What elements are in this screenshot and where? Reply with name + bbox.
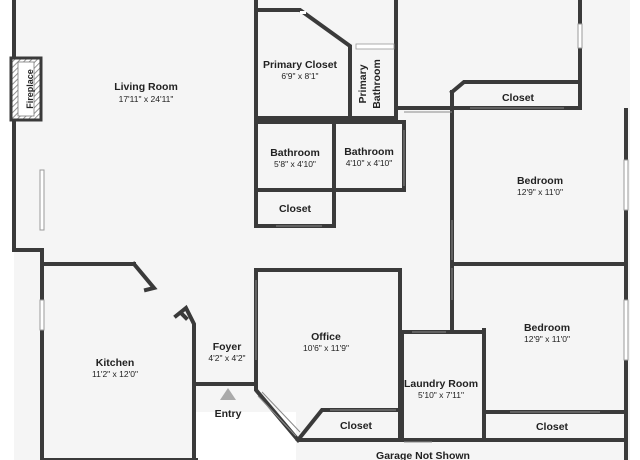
bedroom-2-dims: 12'9" x 11'0" (524, 334, 570, 344)
windows (39, 23, 629, 361)
office-name: Office (311, 331, 341, 343)
bedroom-2-name: Bedroom (524, 322, 570, 334)
closet-top-right-name: Closet (502, 92, 535, 104)
primary-closet-name: Primary Closet (263, 59, 338, 71)
bathroom-2-dims: 4'10" x 4'10" (346, 158, 393, 168)
kitchen-floor (44, 266, 194, 460)
bathroom-1-name: Bathroom (270, 147, 320, 159)
bathroom-1-dims: 5'8" x 4'10" (274, 159, 316, 169)
closet-bedroom-name: Closet (536, 421, 569, 433)
primary-bathroom-name-1: Primary (357, 64, 369, 103)
garage-note: Garage Not Shown (376, 450, 470, 460)
bedroom-1-name: Bedroom (517, 175, 563, 187)
foyer-dims: 4'2" x 4'2" (208, 353, 245, 363)
primary-bathroom-name-2: Bathroom (371, 59, 383, 109)
office-dims: 10'6" x 11'9" (303, 343, 349, 353)
living-room-dims: 17'11" x 24'11" (119, 94, 174, 104)
closet-office-name: Closet (340, 420, 373, 432)
bedroom-1-dims: 12'9" x 11'0" (517, 187, 563, 197)
entry-label: Entry (215, 408, 242, 420)
primary-closet-dims: 6'9" x 8'1" (281, 71, 318, 81)
fireplace-label: Fireplace (25, 69, 35, 109)
closet-hall-name: Closet (279, 203, 312, 215)
room-labels: Living Room 17'11" x 24'11" Primary Clos… (25, 59, 570, 460)
fireplace (9, 56, 43, 122)
living-room-name: Living Room (114, 81, 178, 93)
kitchen-dims: 11'2" x 12'0" (92, 369, 138, 379)
kitchen-name: Kitchen (96, 357, 135, 369)
door-openings (255, 11, 600, 443)
foyer-name: Foyer (213, 341, 242, 353)
entry-arrow-icon (220, 388, 236, 400)
laundry-room-dims: 5'10" x 7'11" (418, 390, 464, 400)
laundry-room-name: Laundry Room (404, 378, 478, 390)
bathroom-2-name: Bathroom (344, 146, 394, 158)
